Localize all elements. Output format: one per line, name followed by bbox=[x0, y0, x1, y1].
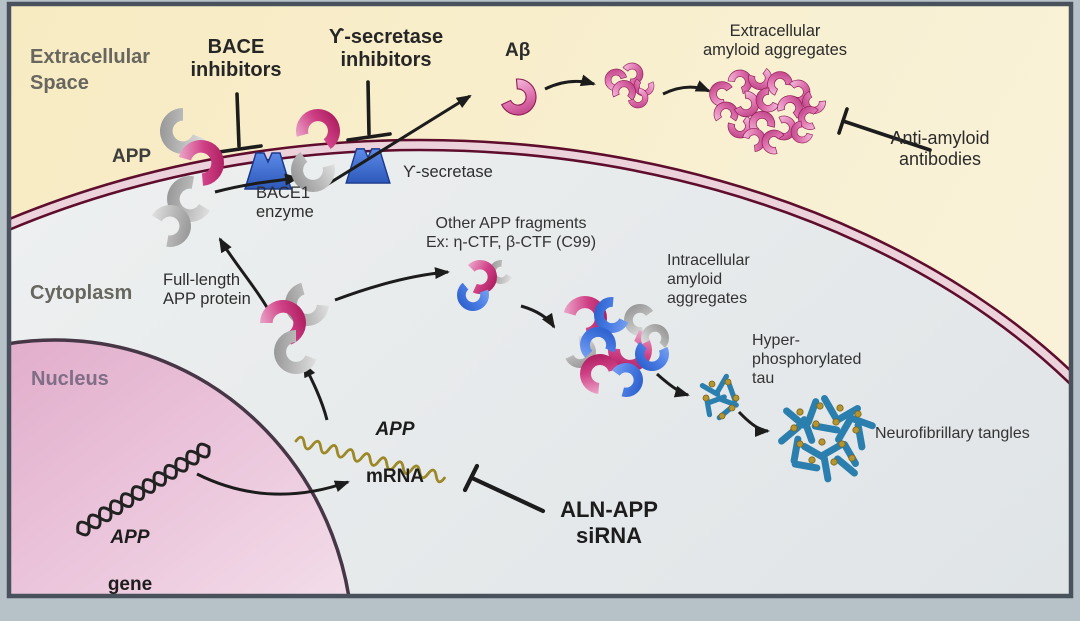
app-mrna-label: APP mRNA bbox=[366, 394, 424, 513]
arrow-small-to-large-aggregate bbox=[662, 80, 711, 96]
extracellular-space-label: Extracellular Space bbox=[30, 46, 151, 95]
gsec-inhibition-line bbox=[346, 80, 392, 142]
extracellular-aggregates-label: Extracellular amyloid aggregates bbox=[702, 22, 848, 60]
app-mrna-word: mRNA bbox=[365, 466, 425, 488]
sirna-inhibition-line bbox=[462, 463, 546, 514]
gamma-secretase-label: ϒ-secretase bbox=[403, 163, 493, 181]
bace-inhibitors-label: BACE inhibitors bbox=[190, 36, 282, 81]
frame-border bbox=[6, 1, 1074, 599]
aln-app-sirna-label: ALN-APP siRNA bbox=[560, 497, 658, 549]
anti-amyloid-antibodies-label: Anti-amyloid antibodies bbox=[890, 128, 990, 170]
hyperphosphorylated-tau-label: Hyper- phosphorylated tau bbox=[752, 332, 862, 387]
nucleus-shape bbox=[9, 338, 351, 596]
arrow-secretase-to-abeta bbox=[319, 94, 472, 191]
bace1-enzyme-label: BACE1 enzyme bbox=[256, 184, 314, 222]
arrow-abeta-to-small-aggregate bbox=[544, 74, 596, 91]
neurofibrillary-tangles-icon bbox=[782, 398, 873, 478]
abeta-label: Aβ bbox=[505, 40, 531, 61]
bace-inhibition-line bbox=[217, 92, 263, 154]
app-mrna-gene-symbol: APP bbox=[375, 418, 415, 440]
dna-helix-icon bbox=[76, 442, 211, 537]
arrow-intracellular-to-tau bbox=[655, 372, 690, 398]
neurofibrillary-tangles-label: Neurofibrillary tangles bbox=[875, 425, 1030, 442]
mrna-squiggle-icon bbox=[294, 435, 446, 484]
arrow-app-to-bace1 bbox=[214, 173, 300, 194]
app-gene-word: gene bbox=[107, 574, 153, 596]
app-gene-label: APP gene bbox=[108, 502, 152, 621]
arrow-gene-to-mrna bbox=[196, 472, 350, 496]
cytoplasm-label: Cytoplasm bbox=[30, 282, 133, 304]
pathway-diagram: Extracellular Space Cytoplasm Nucleus BA… bbox=[6, 1, 1074, 599]
arrow-fragments-to-intracellular bbox=[520, 304, 556, 329]
app-label: APP bbox=[112, 146, 152, 167]
nucleus-label: Nucleus bbox=[31, 368, 109, 390]
intracellular-aggregates-label: Intracellular amyloid aggregates bbox=[667, 252, 750, 307]
arrow-tau-to-tangles bbox=[737, 410, 770, 437]
gamma-secretase-inhibitors-label: ϒ-secretase inhibitors bbox=[328, 26, 444, 71]
arrow-protein-to-fragments bbox=[334, 267, 450, 302]
other-app-fragments-label: Other APP fragments Ex: η-CTF, β-CTF (C9… bbox=[425, 215, 597, 251]
diagram-artwork bbox=[6, 1, 1074, 599]
app-gene-symbol: APP bbox=[110, 526, 150, 548]
anti-amyloid-inhibition-line bbox=[837, 107, 932, 152]
hyperphosphorylated-tau-icon bbox=[702, 376, 740, 419]
full-length-app-protein-label: Full-length APP protein bbox=[163, 271, 251, 309]
